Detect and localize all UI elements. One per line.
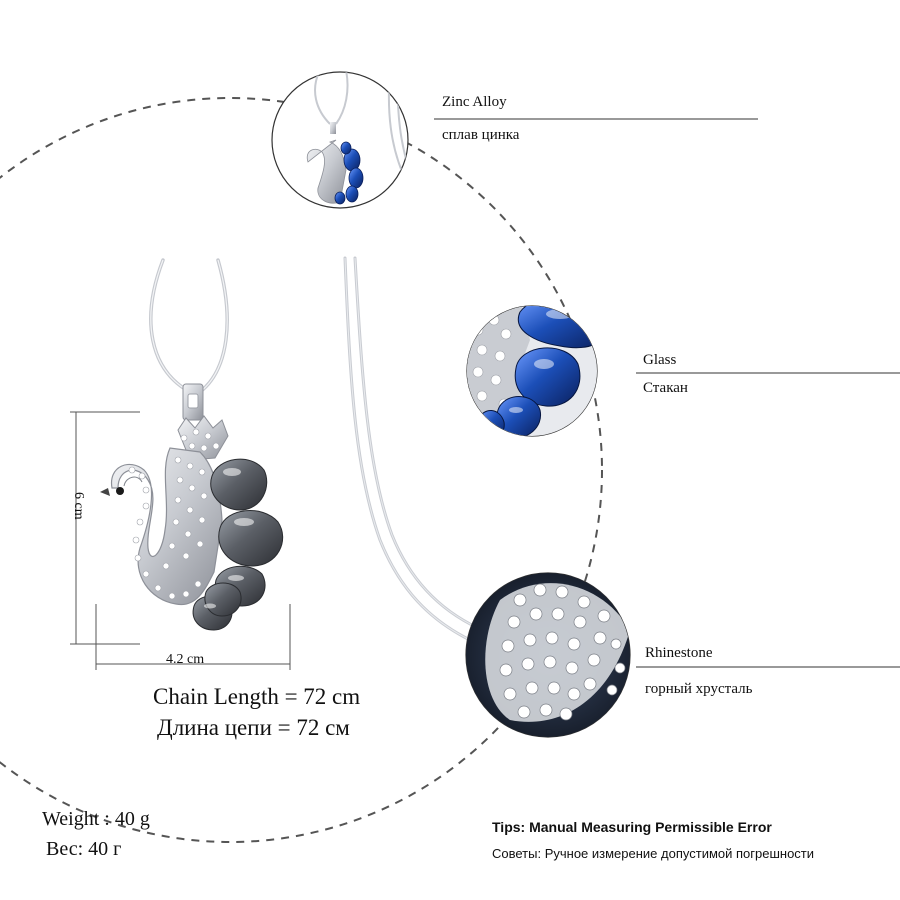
material-en-rhinestone: Rhinestone [645, 645, 713, 661]
weight-ru: Вес: 40 г [46, 838, 122, 860]
material-en-zinc: Zinc Alloy [442, 94, 507, 110]
glass-detail-circle [466, 305, 598, 437]
weight-en: Weight : 40 g [42, 808, 150, 830]
swan-pendant-main [100, 415, 284, 631]
material-ru-glass: Стакан [643, 380, 688, 396]
long-chain [343, 256, 480, 642]
dimension-guides [70, 411, 291, 670]
chain-length-ru: Длина цепи = 72 см [157, 715, 350, 740]
dimension-height: 6 cm [71, 492, 86, 520]
tips-en: Tips: Manual Measuring Permissible Error [492, 819, 772, 835]
zinc-alloy-detail-circle [271, 71, 409, 209]
dashed-outline-circle [0, 97, 603, 843]
chain-length-en: Chain Length = 72 cm [153, 684, 361, 709]
tips-ru: Советы: Ручное измерение допустимой погр… [492, 846, 815, 861]
dimension-width: 4.2 cm [166, 652, 205, 667]
material-ru-rhinestone: горный хрусталь [645, 681, 753, 697]
material-en-glass: Glass [643, 352, 677, 368]
rhinestone-detail-circle [465, 572, 631, 738]
material-ru-zinc: сплав цинка [442, 127, 520, 143]
